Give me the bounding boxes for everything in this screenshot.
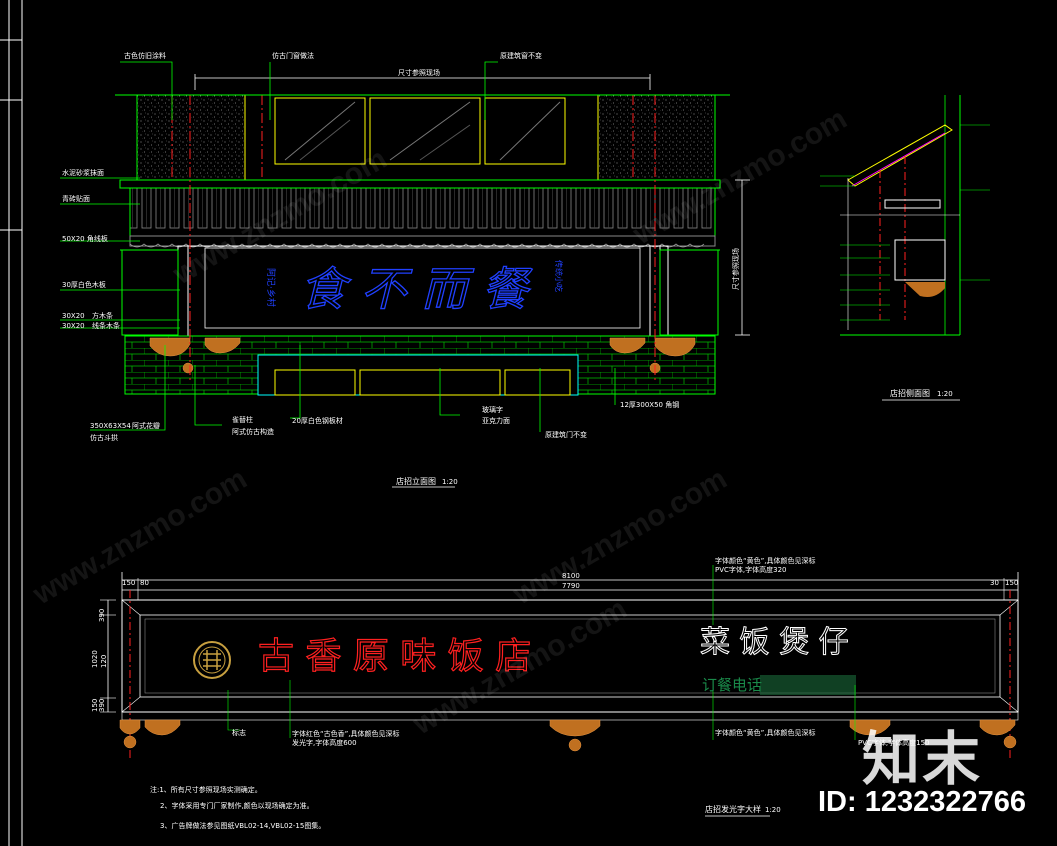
dim-v3: 120 [100,655,108,668]
callout-b2a: 雀替柱 [232,415,253,424]
callout-l5b: 方木条 [92,311,113,320]
side-section-drawing [820,95,990,401]
label-font-1: 字体红色“古色香”,具体颜色见深标 [292,729,399,738]
dim-v5: 150 [91,699,99,712]
callout-b1b: 阿式花瓣 [132,421,160,430]
note-top-1: 字体颜色“黄色”,具体颜色见深标 [715,556,815,565]
detail-scale: 1:20 [765,806,781,814]
callout-b2b: 阿式仿古构造 [232,427,274,436]
elevation-title: 店招立面图 [396,476,436,486]
dim-v2: 1020 [91,650,99,668]
callout-l6b: 线条木条 [92,321,120,330]
dim-left-a: 150 [122,579,135,587]
label-logo: 标志 [232,728,246,737]
callout-l1: 水泥砂浆抹面 [62,168,104,177]
callout-top2: 仿古门窗做法 [272,51,314,60]
callout-b3: 20厚白色钢板材 [292,416,343,425]
dim-total: 8100 [562,572,580,580]
footnote-2: 2、字体采用专门厂家制作,颜色以现场确定为准。 [160,801,314,810]
dim-left-b: 80 [140,579,149,587]
callout-l3: 50X20 角线板 [62,234,108,243]
callout-b4b: 亚克力面 [482,416,510,425]
dim-right-a: 30 [990,579,999,587]
callout-b6: 12厚300X50 角钢 [620,400,679,409]
sign-detail-drawing [100,486,1019,817]
elevation-drawing [60,61,750,432]
sign-small-left: 阿记·乡村 [265,268,277,307]
dim-v4: 390 [98,699,106,712]
callout-b4a: 玻璃字 [482,405,503,414]
phone-label: 订餐电话 [702,676,762,694]
section-scale: 1:20 [937,390,953,398]
watermark-id: ID: 1232322766 [818,786,1026,818]
menu-text: 菜 饭 煲 仔 [700,625,849,660]
sign-main-text: 食 不 而 餐 [300,262,533,316]
detail-title: 店招发光字大样 [705,804,761,814]
callout-b5: 原建筑门不变 [545,430,587,439]
callout-top1: 古色仿旧涂料 [124,51,166,60]
callout-top3: 原建筑窗不变 [500,51,542,60]
callout-right: 尺寸参照现场 [731,248,740,290]
dim-right-b: 150 [1005,579,1018,587]
callout-l5a: 30X20 [62,312,85,320]
logo-emblem [193,641,231,679]
callout-l6a: 30X20 [62,322,85,330]
drawing-frame [0,0,23,846]
callout-l4: 30厚白色木板 [62,280,106,289]
elevation-scale: 1:20 [442,478,458,486]
sign-small-right: 传统小吃 [554,260,564,292]
dim-v1: 390 [98,609,106,622]
callout-l2: 青砖贴面 [62,194,90,203]
callout-b1c: 仿古斗拱 [90,433,118,442]
footnote-1: 注:1、所有尺寸参照现场实测确定。 [150,785,262,794]
dim-inner: 7790 [562,582,580,590]
note-bottom-1: 字体颜色“黄色”,具体颜色见深标 [715,728,815,737]
note-bottom-2: PVC字体,字体高度150 [858,738,929,747]
label-font-2: 发光字,字体高度600 [292,738,357,747]
section-title: 店招侧面图 [890,388,930,398]
elevation-labels: 古色仿旧涂料 仿古门窗做法 原建筑窗不变 尺寸参照现场 水泥砂浆抹面 青砖贴面 … [62,51,740,442]
callout-b1a: 350X63X54 [90,422,131,430]
watermark-brand: 知末 [862,725,983,793]
dimension-top: 尺寸参照现场 [398,68,440,77]
note-top-2: PVC字体,字体高度320 [715,565,786,574]
footnote-3: 3、广告牌做法参见图纸VBL02-14,VBL02-15图集。 [160,821,325,830]
shop-name-text: 古 香 原 味 饭 店 [258,636,531,677]
